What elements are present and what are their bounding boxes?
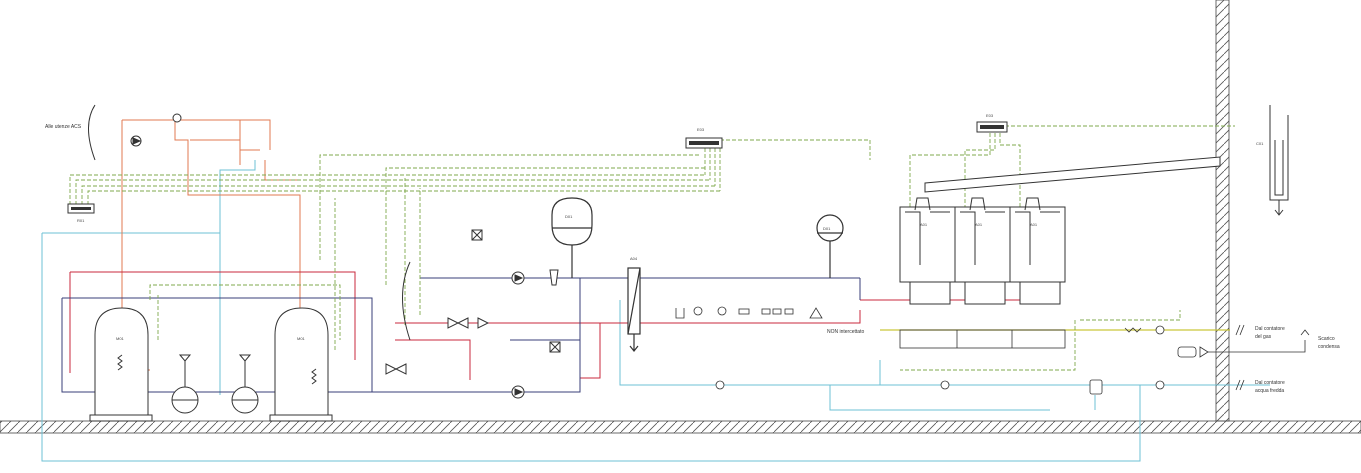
left-controller (67, 203, 95, 214)
boiler-manifold (899, 329, 1066, 349)
return-pipes (61, 277, 861, 393)
mid-controller (685, 137, 723, 149)
left-controller-tag: R01 (77, 218, 85, 223)
boiler-2-tag: A01 (975, 222, 983, 227)
hydraulic-separator (627, 267, 641, 352)
right-controller-tag: E03 (986, 113, 994, 118)
mixing-valve-upper (447, 317, 490, 329)
pump-lower (511, 385, 525, 399)
pump-upper (511, 271, 525, 285)
flue-tag: C01 (1256, 141, 1264, 146)
storage-tank-left (89, 307, 153, 422)
left-bypass-curve (402, 261, 411, 341)
boiler-1 (899, 197, 956, 305)
cold-water-pipes (41, 160, 1270, 462)
expansion-vessel-2 (816, 214, 844, 278)
mid-controller-tag: E03 (697, 127, 705, 132)
expansion-vessel-small-1 (171, 354, 199, 414)
right-controller (976, 121, 1008, 133)
intercepted-label: NON intercettato (827, 329, 864, 335)
vessel-2-tag: D01 (823, 226, 831, 231)
floor-slab (0, 420, 1361, 434)
mixing-valve-lower (385, 363, 407, 375)
boiler-1-tag: A01 (920, 222, 928, 227)
gas-meter-connection (1124, 324, 1245, 336)
water-meter-connection (715, 379, 1245, 395)
filter-icon (549, 269, 559, 286)
flue-duct (924, 105, 1289, 216)
boiler-3 (1009, 197, 1066, 305)
drain-label-1: Scarico (1318, 336, 1335, 342)
water-meter-label-1: Dal contatore (1255, 380, 1285, 386)
boiler-3-tag: A01 (1030, 222, 1038, 227)
boiler-2 (954, 197, 1011, 305)
valve-box-lower (549, 341, 561, 353)
separator-tag: A04 (630, 256, 638, 261)
expansion-vessel-1 (551, 197, 593, 278)
vessel-1-tag: D01 (565, 214, 573, 219)
water-meter-label-2: acqua fredda (1255, 388, 1284, 394)
expansion-vessel-small-2 (231, 354, 259, 414)
condensate-drain (1177, 329, 1310, 358)
tank-1-tag: M01 (116, 336, 125, 341)
tank-2-tag: M01 (297, 336, 306, 341)
thermometer-icon (172, 113, 182, 123)
storage-tank-right (269, 307, 333, 422)
drain-label-2: condensa (1318, 344, 1340, 350)
utenze-label: Alle utenze ACS (45, 124, 82, 130)
signal-cables (69, 125, 1235, 371)
valve-box-upper (471, 229, 483, 241)
wall (1215, 0, 1230, 422)
gas-meter-label-1: Dal contatore (1255, 326, 1285, 332)
utenze-outlet (88, 104, 96, 161)
pump-icon (130, 135, 142, 147)
instrument-row (675, 306, 823, 319)
gas-meter-label-2: del gas (1255, 334, 1272, 340)
